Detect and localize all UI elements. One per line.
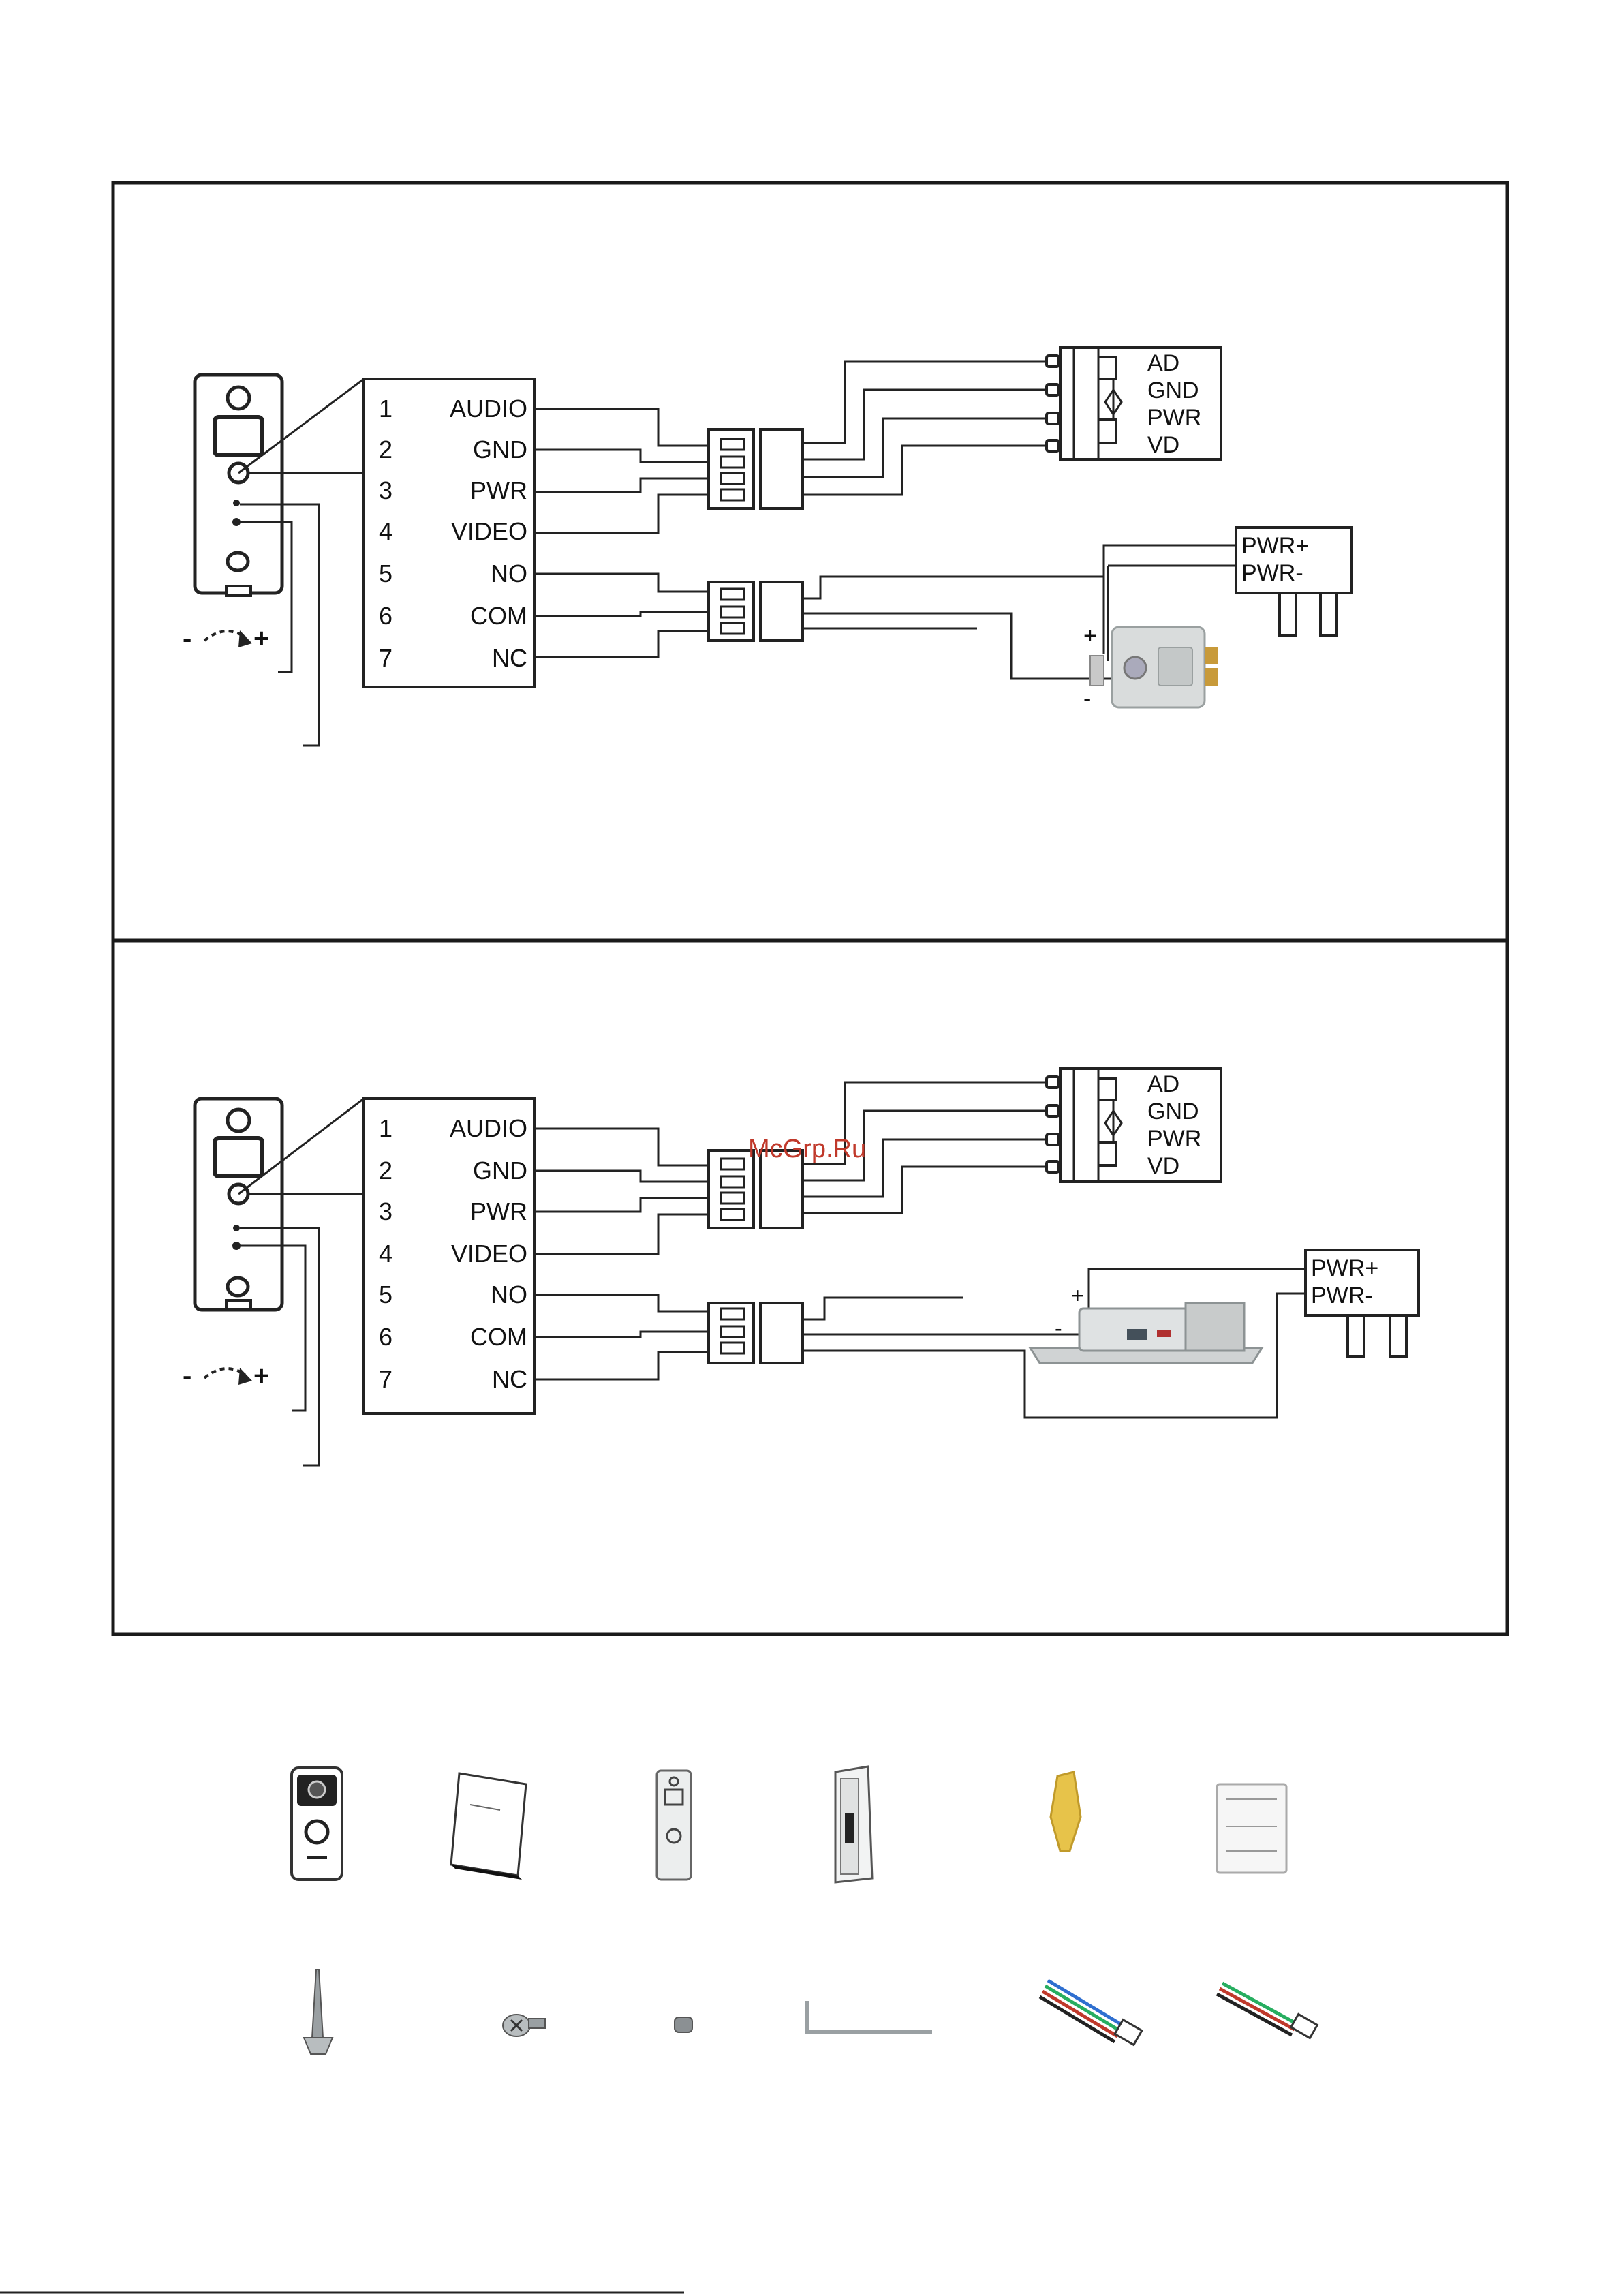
connector-3pin (709, 1303, 803, 1363)
volume-adjust-symbol: - + (183, 624, 269, 654)
connector-3pin (709, 582, 803, 641)
watermark-text: McGrp.Ru (748, 1135, 866, 1163)
adjust-minus: - (183, 624, 191, 654)
pin-name: VIDEO (451, 517, 527, 545)
mounting-plate (657, 1771, 691, 1880)
power-plus-label: PWR+ (1241, 533, 1309, 559)
rain-cover (835, 1766, 872, 1882)
accessories-row-1 (292, 1766, 1286, 1882)
pin-number: 3 (379, 476, 392, 504)
pin-name: AUDIO (450, 395, 527, 423)
wire-harness-4pin (1040, 1980, 1142, 2045)
pin-name: PWR (470, 1197, 527, 1225)
lock-plus-label: + (1071, 1283, 1084, 1308)
electric-strike-lock: + - (1030, 1283, 1262, 1363)
diagram-panel-1: - + 1 AUDIO 2 GND 3 PWR 4 VIDEO 5 NO 6 C… (113, 183, 1507, 940)
pin-name: GND (473, 435, 527, 463)
pin-name: COM (470, 1323, 527, 1351)
pin-number: 7 (379, 644, 392, 672)
set-screw (675, 2017, 692, 2032)
diagram-panel-2: - + 1 AUDIO 2 GND 3 PWR 4 VIDEO 5 NO 6 C… (113, 940, 1507, 1634)
outdoor-panel-device (195, 1099, 282, 1310)
adjust-plus: + (253, 1361, 269, 1391)
pin-name: NO (491, 560, 527, 587)
machine-screw (503, 2015, 545, 2036)
pin-number: 1 (379, 395, 392, 423)
outdoor-panel-device (195, 375, 282, 596)
monitor-label: VD (1147, 1153, 1179, 1179)
lock-wires (534, 574, 709, 657)
pin-name: NO (491, 1281, 527, 1308)
pin-number: 7 (379, 1365, 392, 1393)
pin-number: 4 (379, 517, 392, 545)
power-supply: PWR+ PWR- (1236, 527, 1352, 635)
adjust-plus: + (253, 624, 269, 654)
monitor-label: GND (1147, 1099, 1199, 1124)
pin-name: GND (473, 1157, 527, 1184)
pin-number: 1 (379, 1114, 392, 1142)
lock-plus-label: + (1083, 623, 1097, 649)
connector-4pin (709, 429, 803, 508)
pin-number: 5 (379, 560, 392, 587)
monitor-label: VD (1147, 432, 1179, 458)
pin-number: 4 (379, 1240, 392, 1268)
monitor-label: GND (1147, 378, 1199, 403)
volume-adjust-symbol: - + (183, 1361, 269, 1391)
lock-minus-label: - (1083, 686, 1091, 711)
wire-harness-3pin (1217, 1983, 1317, 2038)
pin-number: 5 (379, 1281, 392, 1308)
monitor-terminal-block: AD GND PWR VD (1047, 348, 1221, 459)
wall-anchor (1051, 1772, 1081, 1851)
pin-number: 2 (379, 1157, 392, 1184)
pin-name: COM (470, 602, 527, 630)
power-supply: PWR+ PWR- (1305, 1250, 1419, 1356)
pin-number: 2 (379, 435, 392, 463)
pin-name: PWR (470, 476, 527, 504)
monitor-label: PWR (1147, 1126, 1201, 1152)
panel-frame (113, 940, 1507, 1634)
doorbell-camera-unit (292, 1768, 342, 1880)
lock-minus-label: - (1055, 1316, 1062, 1341)
power-plus-label: PWR+ (1311, 1255, 1378, 1281)
user-manual (451, 1773, 526, 1880)
pin-name: NC (492, 1365, 527, 1393)
audio-video-wires (534, 409, 709, 533)
pin-number: 6 (379, 602, 392, 630)
monitor-label: AD (1147, 350, 1179, 376)
power-minus-label: PWR- (1311, 1283, 1373, 1308)
audio-video-wires (534, 1129, 709, 1254)
power-minus-label: PWR- (1241, 560, 1303, 586)
pin-name: AUDIO (450, 1114, 527, 1142)
accessories-row-2 (304, 1970, 1317, 2054)
pin-number: 6 (379, 1323, 392, 1351)
pin-name: VIDEO (451, 1240, 527, 1268)
pin-number: 3 (379, 1197, 392, 1225)
wood-screw (304, 1970, 333, 2054)
adjust-minus: - (183, 1361, 191, 1391)
lock-wires (534, 1295, 709, 1379)
pin-name: NC (492, 644, 527, 672)
allen-key (807, 2001, 932, 2032)
monitor-label: PWR (1147, 405, 1201, 431)
monitor-label: AD (1147, 1071, 1179, 1097)
monitor-terminal-block: AD GND PWR VD (1047, 1069, 1221, 1182)
monitor-wires (803, 361, 1047, 495)
silica-gel-packet (1217, 1784, 1286, 1873)
